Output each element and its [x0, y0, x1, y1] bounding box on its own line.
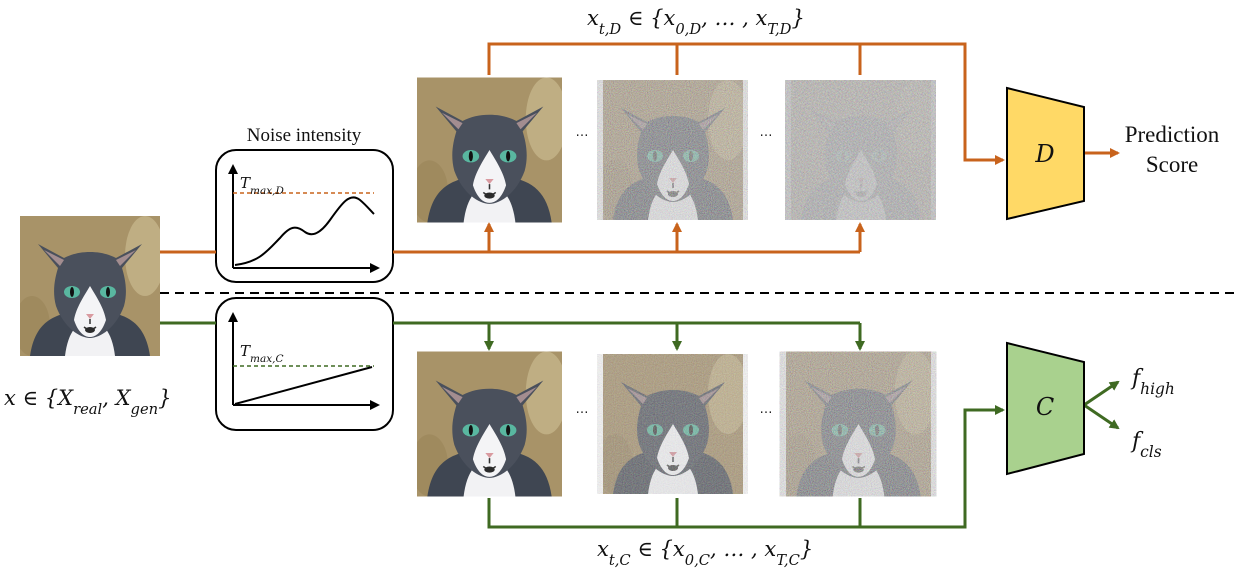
noise-schedule-box-d: Tmax,D	[215, 149, 394, 283]
noise-schedule-box-c: Tmax,C	[215, 297, 394, 431]
discriminator-path	[160, 42, 1120, 254]
tmax-d-label: Tmax,D	[240, 174, 284, 197]
noise-intensity-title: Noise intensity	[247, 125, 362, 146]
discriminator-label: D	[1034, 140, 1054, 168]
c-image-clean	[417, 350, 562, 498]
prediction-score-line1: Prediction	[1125, 122, 1220, 147]
c-sequence-label: xt,C ∈ {x0,C, … , xT,C}	[597, 537, 813, 569]
discriminator-module: D	[1006, 86, 1085, 221]
prediction-score-line2: Score	[1146, 152, 1198, 177]
c-image-medium-noise	[786, 350, 931, 498]
ellipsis: …	[760, 402, 773, 417]
ellipsis: …	[760, 125, 773, 140]
classifier-module: C	[1006, 341, 1085, 476]
noise-line-c	[234, 366, 373, 405]
input-cat-image	[20, 215, 160, 357]
noise-curve-d	[234, 196, 375, 266]
d-image-medium-noise	[603, 79, 743, 221]
ellipsis: …	[576, 402, 589, 417]
ellipsis: …	[576, 125, 589, 140]
d-image-clean	[417, 76, 562, 224]
f-high-output: fhigh	[1130, 366, 1175, 398]
c-image-light-noise	[603, 353, 743, 495]
f-cls-output: fcls	[1130, 429, 1162, 461]
input-set-label: x ∈ {Xreal, Xgen}	[4, 386, 171, 418]
tmax-c-label: Tmax,C	[240, 342, 284, 365]
d-image-heavy-noise	[791, 79, 931, 221]
classifier-label: C	[1036, 393, 1054, 421]
d-sequence-label: xt,D ∈ {x0,D, … , xT,D}	[587, 6, 805, 38]
classifier-path	[160, 321, 1120, 529]
